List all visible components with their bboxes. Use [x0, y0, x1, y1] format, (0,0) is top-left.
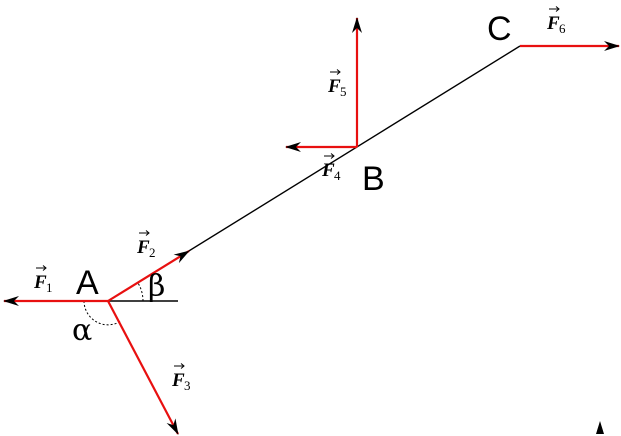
- force-f6-symbol: F: [546, 13, 560, 34]
- point-b-label: B: [362, 160, 385, 198]
- force-f5-label: F 5: [327, 69, 347, 99]
- beta-arc: [137, 282, 144, 302]
- force-f1-subscript: 1: [46, 280, 53, 295]
- force-f3-symbol: F: [171, 370, 185, 391]
- triangle-marker-icon: [596, 421, 604, 434]
- vector-arrow-icon: [549, 6, 560, 12]
- force-f2-subscript: 2: [149, 245, 156, 260]
- vector-arrow-icon: [330, 69, 341, 75]
- force-f5-subscript: 5: [340, 84, 347, 99]
- force-f3-label: F 3: [171, 363, 191, 393]
- force-f2-label: F 2: [136, 230, 156, 260]
- alpha-arc: [83, 300, 122, 326]
- point-c-label: C: [487, 10, 512, 48]
- beta-label: β: [148, 269, 165, 304]
- vector-arrow-icon: [324, 153, 335, 159]
- force-f2-symbol: F: [136, 237, 150, 258]
- force-f3-subscript: 3: [184, 378, 191, 393]
- vector-arrow-icon: [36, 265, 47, 271]
- force-f5-symbol: F: [327, 76, 341, 97]
- force-f4-subscript: 4: [334, 168, 341, 183]
- vector-arrow-icon: [174, 363, 185, 369]
- vector-arrow-icon: [139, 230, 150, 236]
- force-f2-vector: [107, 250, 190, 302]
- point-a-label: A: [76, 264, 99, 302]
- force-f1-label: F 1: [33, 265, 53, 295]
- force-f3-vector: [107, 300, 179, 435]
- force-f6-label: F 6: [546, 6, 566, 36]
- alpha-label: α: [72, 313, 92, 348]
- force-f4-symbol: F: [321, 160, 335, 181]
- force-f4-label: F 4: [321, 153, 341, 183]
- force-f1-symbol: F: [33, 272, 47, 293]
- force-f6-subscript: 6: [559, 21, 566, 36]
